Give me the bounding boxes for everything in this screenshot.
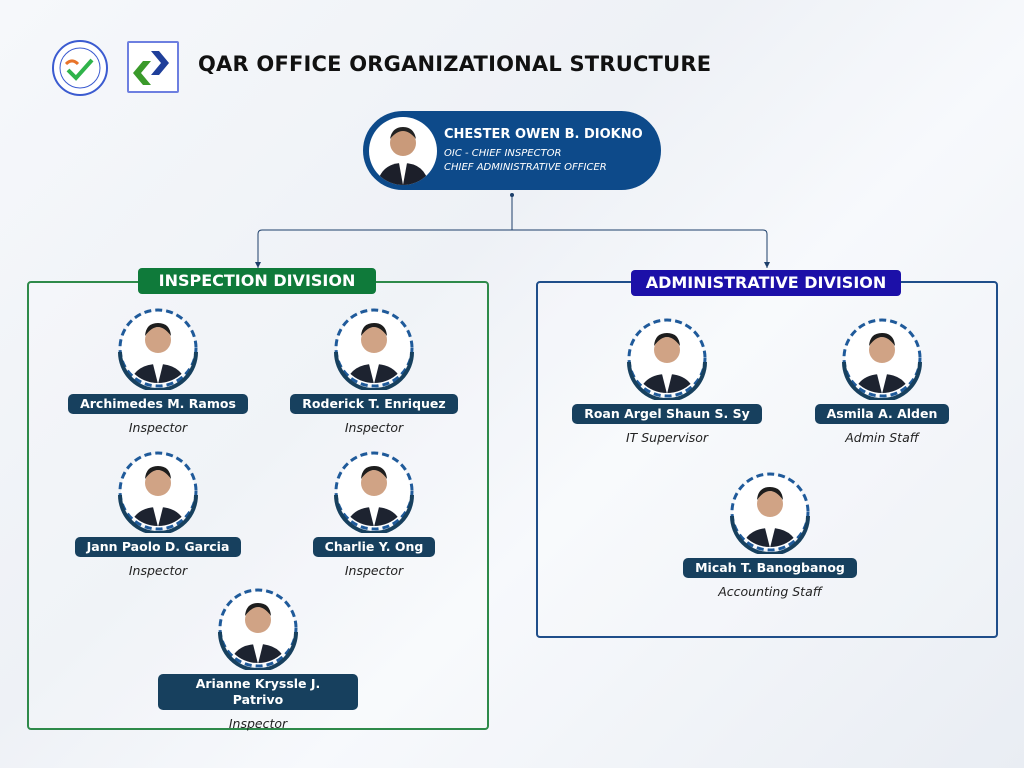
administrative-division-heading: ADMINISTRATIVE DIVISION [631, 270, 901, 296]
member-name: Micah T. Banogbanog [683, 558, 857, 578]
page-title: QAR OFFICE ORGANIZATIONAL STRUCTURE [198, 52, 712, 76]
member-photo [332, 306, 416, 392]
member-name: Jann Paolo D. Garcia [74, 537, 242, 557]
member-photo [116, 449, 200, 535]
member-name: Charlie Y. Ong [312, 537, 436, 557]
chevron-logo [127, 41, 179, 93]
member-name: Arianne Kryssle J. Patrivo [158, 674, 358, 710]
member-role: IT Supervisor [625, 430, 709, 445]
member-role: Inspector [228, 716, 288, 731]
chief-name: CHESTER OWEN B. DIOKNO [444, 127, 643, 142]
member-photo [116, 306, 200, 392]
chief-photo [369, 117, 437, 185]
chief-role: OIC - CHIEF INSPECTOR [444, 148, 562, 159]
chief-card: CHESTER OWEN B. DIOKNO OIC - CHIEF INSPE… [363, 111, 661, 190]
member-role: Accounting Staff [718, 584, 822, 599]
member-photo [216, 586, 300, 672]
inspection-division-heading: INSPECTION DIVISION [138, 268, 376, 294]
member-photo [332, 449, 416, 535]
member-name: Archimedes M. Ramos [68, 394, 248, 414]
member-name: Roan Argel Shaun S. Sy [572, 404, 762, 424]
member-role: Inspector [128, 563, 188, 578]
member-name: Roderick T. Enriquez [290, 394, 458, 414]
member-photo [840, 316, 924, 402]
member-role: Inspector [344, 563, 404, 578]
member-photo [728, 470, 812, 556]
member-role: Admin Staff [845, 430, 919, 445]
qard-seal-logo [52, 40, 108, 96]
member-role: Inspector [128, 420, 188, 435]
member-role: Inspector [344, 420, 404, 435]
chief-role-2: CHIEF ADMINISTRATIVE OFFICER [444, 162, 607, 173]
member-card: Roan Argel Shaun S. Sy IT Supervisor [567, 316, 767, 445]
connector-lines [255, 193, 770, 268]
member-photo [625, 316, 709, 402]
member-name: Asmila A. Alden [814, 404, 950, 424]
